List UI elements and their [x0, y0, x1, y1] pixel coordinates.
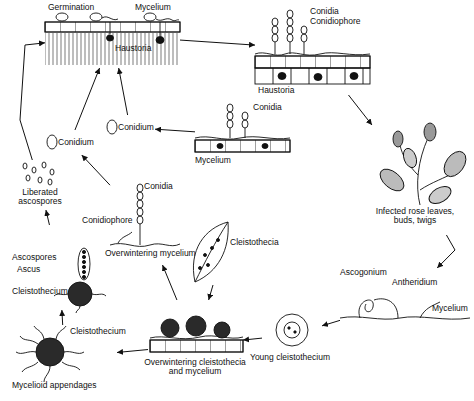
stage-label: Haustoria	[115, 44, 151, 53]
cycle-arrow	[243, 338, 262, 340]
stage-label: Conidia	[253, 103, 282, 112]
stage-label: Conidiophore	[82, 216, 133, 225]
stage-label: Cleistothecium	[12, 287, 68, 296]
stage-illustration: Germination MyceliumHaustoria	[45, 3, 180, 68]
stage-label: Ascospores	[12, 253, 56, 262]
stage-label: Ascus	[17, 265, 40, 274]
stage-illustration: ConidiaConidiophoreHaustoria	[255, 3, 370, 95]
cycle-arrow	[75, 68, 100, 130]
cycle-arrow	[82, 155, 110, 185]
stage-label: Young cleistothecium	[250, 353, 330, 362]
stage-illustration: Cleistothecia	[190, 220, 255, 285]
stage-label: Conidium	[118, 123, 154, 132]
stage-illustration: AscogoniumAntheridiumMycelium	[340, 268, 470, 333]
stage-illustration: Overwintering cleistothecia and mycelium	[148, 300, 243, 390]
stage-label: Conidia	[144, 182, 173, 191]
stage-label: Antheridium	[392, 278, 437, 287]
stage-illustration: AscosporesAscusCleistothecium	[12, 225, 107, 310]
stage-label: Conidiophore	[310, 17, 361, 26]
stage-illustration: ConidiaConidiophoreOverwintering myceliu…	[110, 180, 180, 265]
stage-label: Conidium	[58, 138, 94, 147]
cycle-arrow	[20, 43, 45, 160]
stage-label: Mycelium	[195, 156, 231, 165]
stage-label: Liberated ascospores	[15, 188, 65, 207]
stage-label: Germination	[48, 3, 94, 12]
stage-illustration: Young cleistothecium	[262, 305, 322, 365]
stage-label: Mycelium	[135, 3, 171, 12]
stage-illustration: Conidium	[45, 130, 95, 155]
cycle-arrow	[180, 40, 255, 45]
stage-label: Ascogonium	[340, 268, 387, 277]
stage-illustration: ConidiaMycelium	[195, 95, 290, 175]
cycle-arrow	[437, 235, 455, 268]
cycle-arrow	[322, 320, 340, 325]
cycle-arrow	[163, 265, 177, 300]
cycle-arrow	[209, 285, 213, 300]
stage-label: Mycelium	[432, 304, 468, 313]
stage-label: Conidia	[310, 7, 339, 16]
stage-label: Haustoria	[258, 86, 294, 95]
stage-label: Cleistothecia	[230, 238, 279, 247]
cycle-arrow	[155, 129, 195, 132]
stage-illustration: Liberated ascospores	[15, 160, 65, 210]
stage-illustration: CleistotheciumMycelioid appendages	[12, 325, 117, 390]
stage-label: Infected rose leaves, buds, twigs	[374, 207, 456, 226]
stage-label: Overwintering mycelium	[105, 249, 196, 258]
cycle-arrow	[348, 95, 371, 125]
cycle-arrow	[119, 68, 128, 115]
stage-illustration: Infected rose leaves, buds, twigs	[360, 125, 470, 235]
stage-illustration: Conidium	[105, 115, 155, 140]
cycle-arrow	[61, 310, 63, 325]
stage-label: Mycelioid appendages	[12, 381, 97, 390]
stage-label: Overwintering cleistothecia and mycelium	[140, 358, 250, 377]
cycle-arrow	[117, 350, 148, 353]
cycle-arrow	[46, 210, 50, 225]
stage-label: Cleistothecium	[70, 327, 126, 336]
